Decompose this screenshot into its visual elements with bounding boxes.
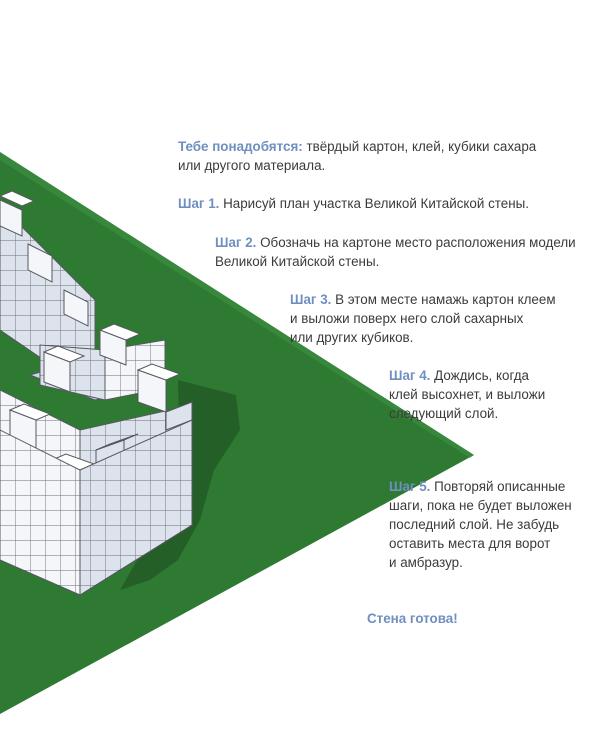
- step-label: Шаг 1.: [178, 196, 220, 211]
- step-text: Нарисуй план участка Великой Китайской с…: [223, 196, 529, 211]
- step-text: Дождись, когда клей высохнет, и выложи с…: [389, 368, 546, 421]
- step-label: Шаг 2.: [215, 235, 257, 250]
- intro-text: твёрдый картон, клей, кубики сахара или …: [178, 139, 537, 173]
- back-wall-merlons: [0, 199, 89, 327]
- step-text: Повторяй описанные шаги, пока не будет в…: [389, 479, 572, 570]
- step-label: Шаг 5.: [389, 479, 431, 494]
- intro-block: Тебе понадобятся: твёрдый картон, клей, …: [178, 137, 536, 175]
- step-text: В этом месте намажь картон клеем и вылож…: [290, 292, 556, 345]
- step-text: Обозначь на картоне место расположения м…: [215, 235, 576, 269]
- intro-label: Тебе понадобятся:: [178, 139, 303, 154]
- step-label: Шаг 3.: [290, 292, 332, 307]
- step-1: Шаг 1. Нарисуй план участка Великой Кита…: [178, 194, 529, 213]
- final-text: Стена готова!: [367, 611, 458, 626]
- step-4: Шаг 4. Дождись, когда клей высохнет, и в…: [389, 366, 545, 423]
- step-label: Шаг 4.: [389, 368, 431, 383]
- step-5: Шаг 5. Повторяй описанные шаги, пока не …: [389, 477, 572, 572]
- step-3: Шаг 3. В этом месте намажь картон клеем …: [290, 290, 556, 347]
- step-2: Шаг 2. Обозначь на картоне место располо…: [215, 233, 576, 271]
